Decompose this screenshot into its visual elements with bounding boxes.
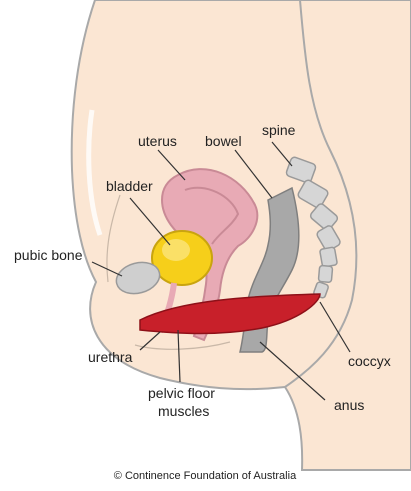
inner-fold (106, 194, 121, 283)
label-urethra: urethra (88, 349, 133, 365)
copyright-credit: © Continence Foundation of Australia (114, 470, 297, 482)
bladder-highlight (162, 239, 190, 261)
pubic-bone (115, 261, 161, 295)
label-pubic-bone: pubic bone (14, 247, 83, 263)
uterus-cavity (184, 186, 240, 245)
label-bladder: bladder (106, 178, 153, 194)
label-anus: anus (334, 397, 364, 413)
label-pelvic-floor-line2: muscles (158, 403, 209, 419)
leader-lines (91, 141, 351, 401)
pelvic-floor-muscles (139, 293, 321, 335)
label-coccyx: coccyx (348, 353, 391, 369)
belly-highlight (86, 109, 103, 236)
label-spine: spine (262, 122, 296, 138)
back-contour (284, 0, 358, 388)
label-pelvic-floor-line1: pelvic floor (148, 385, 215, 401)
spine (285, 156, 341, 299)
label-bowel: bowel (205, 133, 242, 149)
label-uterus: uterus (138, 133, 177, 149)
